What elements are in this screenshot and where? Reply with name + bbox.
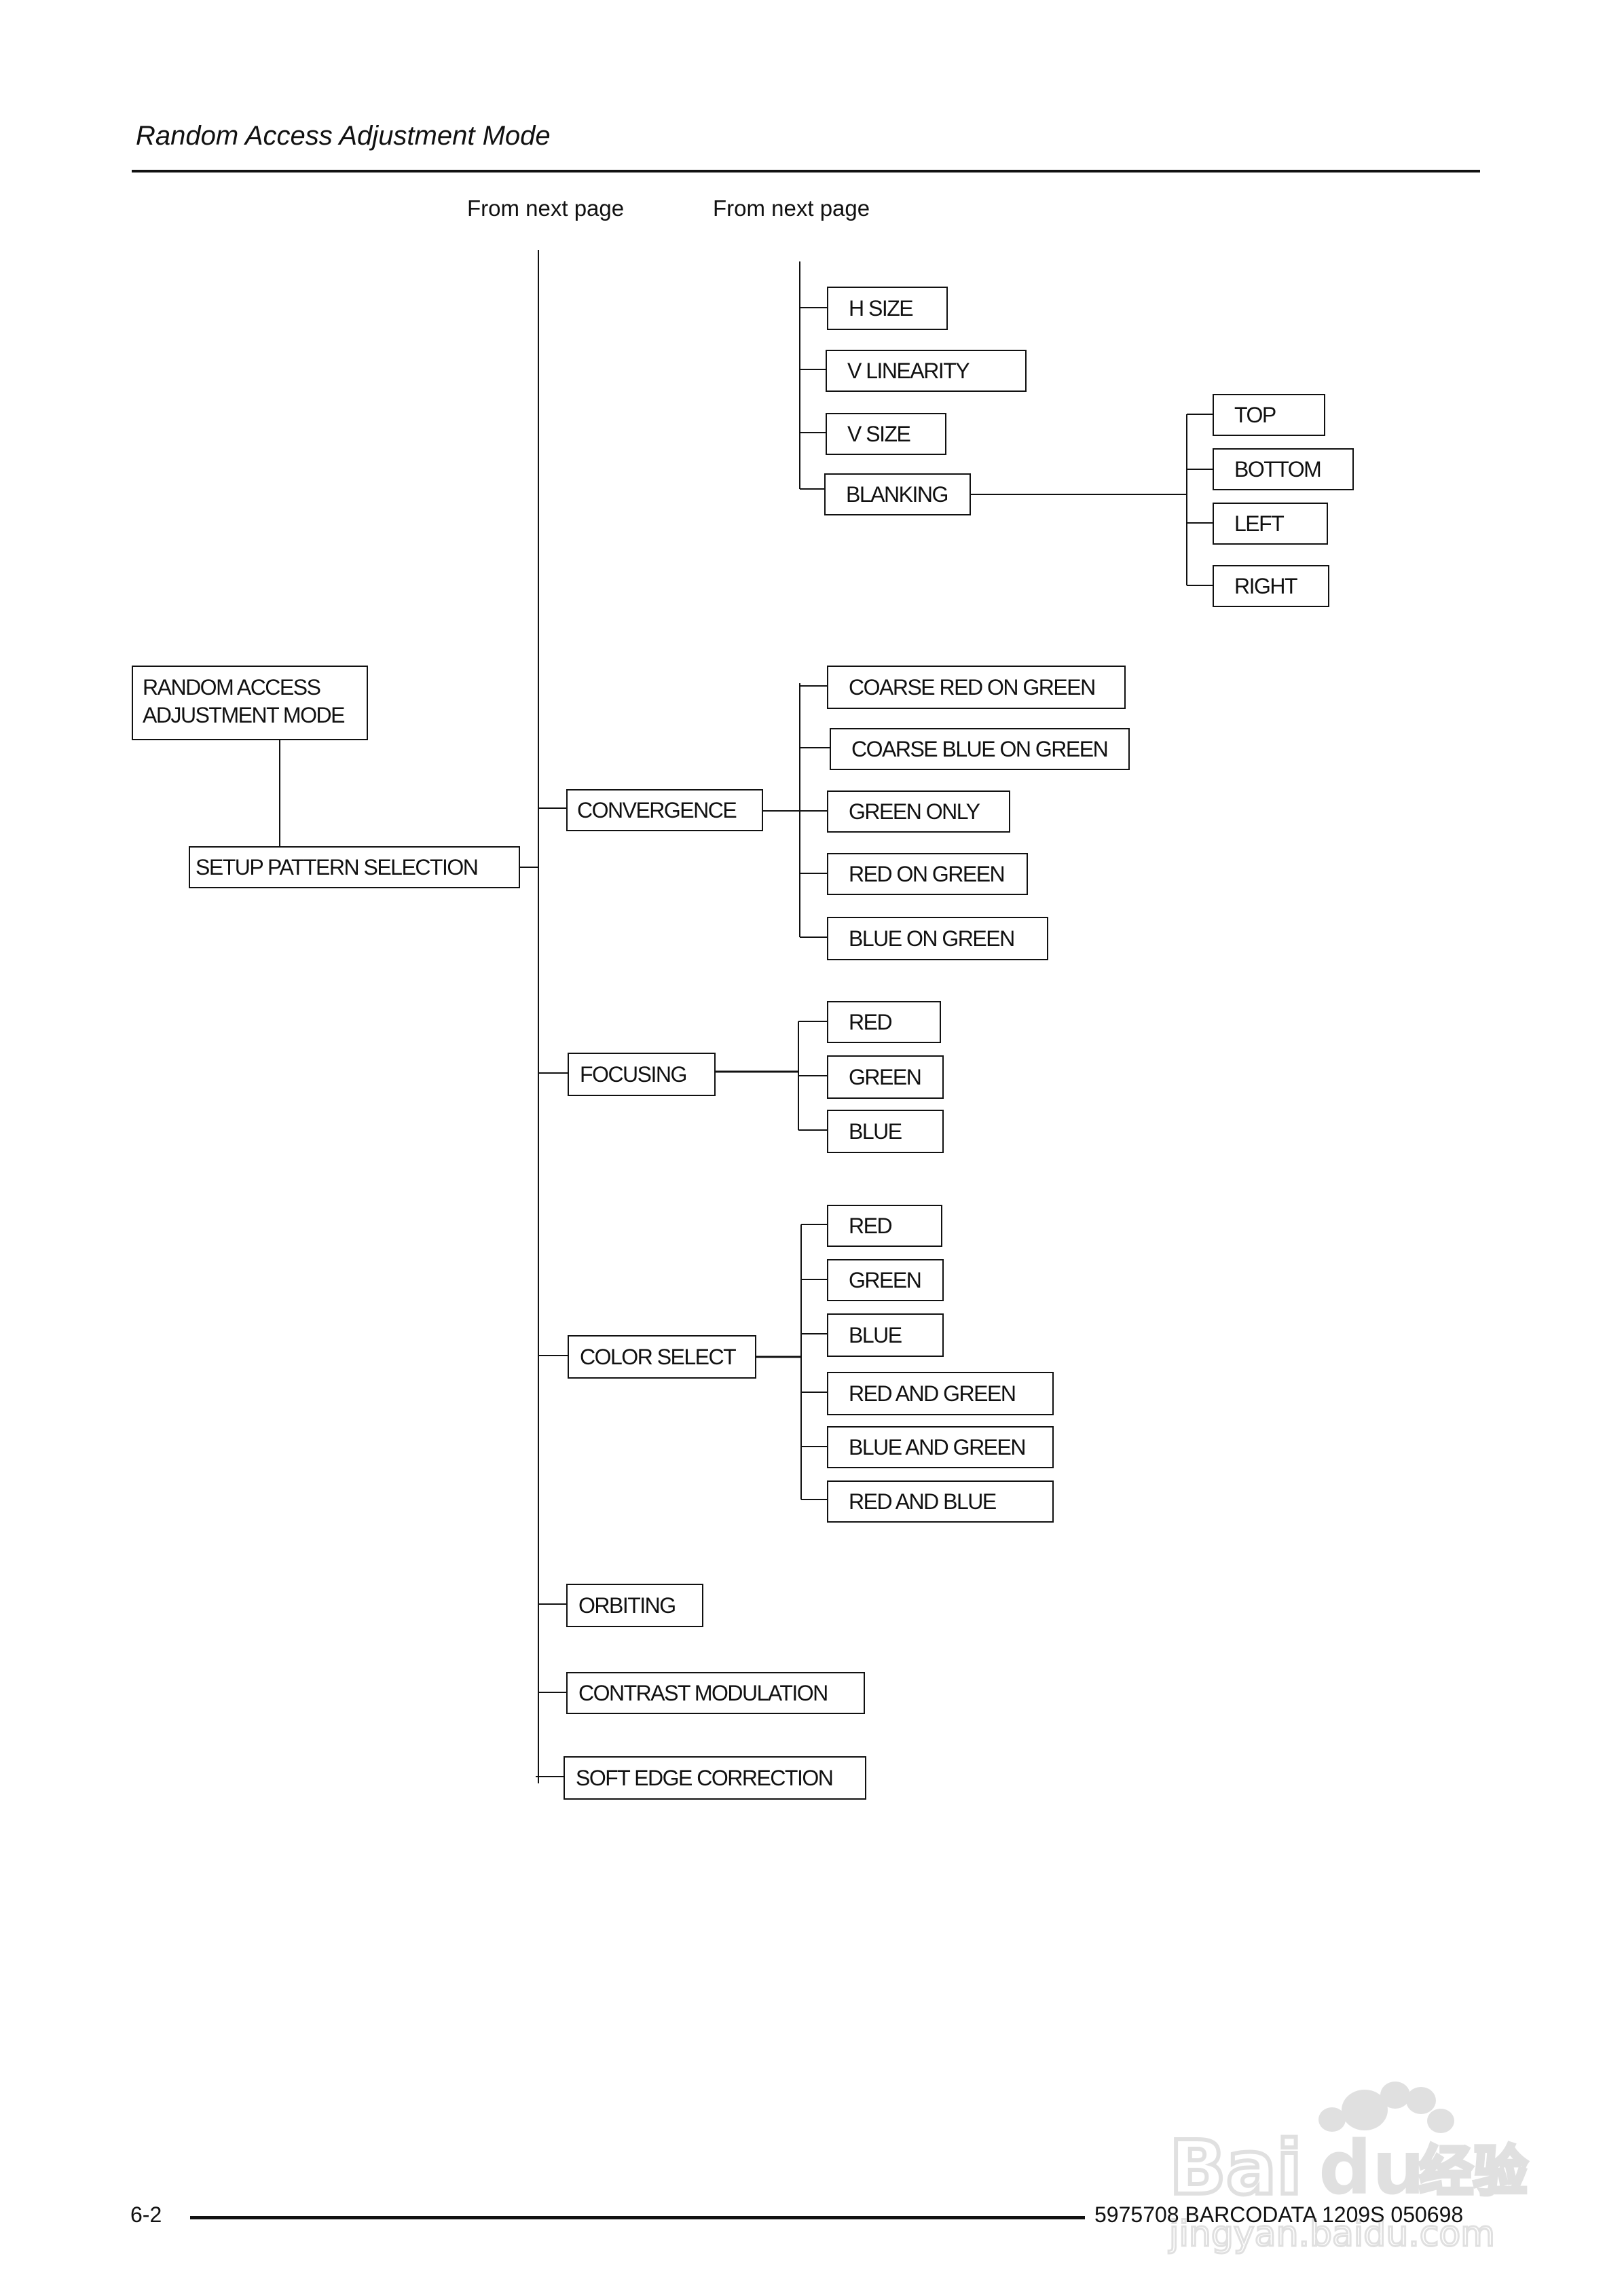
convergence-item: COARSE BLUE ON GREEN [830,728,1130,770]
color-select-item: RED [827,1205,942,1247]
blanking-left-box: LEFT [1213,503,1328,545]
blanking-bottom-box: BOTTOM [1213,448,1354,490]
svg-text:Bai: Bai [1169,2124,1302,2211]
root-line-2: ADJUSTMENT MODE [143,703,345,727]
footer-rule [190,2216,1085,2219]
page-title: Random Access Adjustment Mode [136,121,551,151]
orbiting-box: ORBITING [566,1584,703,1627]
random-access-adjustment-mode-box: RANDOM ACCESS ADJUSTMENT MODE [132,666,368,740]
color-select-box: COLOR SELECT [568,1335,756,1379]
convergence-item: GREEN ONLY [827,790,1010,833]
blanking-right-box: RIGHT [1213,565,1329,607]
document-reference: 5975708 BARCODATA 1209S 050698 [1094,2202,1464,2227]
focusing-item: RED [827,1001,941,1043]
convergence-item: BLUE ON GREEN [827,917,1048,960]
svg-text:经验: 经验 [1419,2140,1528,2203]
contrast-modulation-box: CONTRAST MODULATION [566,1672,865,1714]
svg-text:jingyan.baidu.com: jingyan.baidu.com [1168,2214,1495,2255]
baidu-watermark-logo: Bai du 经验 jingyan.baidu.com [1167,2082,1530,2256]
setup-pattern-selection-box: SETUP PATTERN SELECTION [189,846,520,888]
focusing-box: FOCUSING [568,1053,716,1096]
from-next-page-note-right: From next page [713,196,870,221]
v-size-box: V SIZE [826,413,946,455]
from-next-page-note-left: From next page [467,196,625,221]
soft-edge-correction-box: SOFT EDGE CORRECTION [564,1756,866,1800]
color-select-item: RED AND GREEN [827,1372,1054,1415]
convergence-box: CONVERGENCE [566,789,763,831]
convergence-item: COARSE RED ON GREEN [827,666,1126,709]
blanking-box: BLANKING [824,473,971,515]
focusing-item: BLUE [827,1110,944,1153]
svg-text:du: du [1318,2124,1425,2211]
header-rule [132,170,1480,172]
h-size-box: H SIZE [827,287,948,330]
page-number: 6-2 [130,2202,162,2227]
color-select-item: BLUE [827,1313,944,1357]
color-select-item: RED AND BLUE [827,1480,1054,1523]
v-linearity-box: V LINEARITY [826,350,1027,392]
blanking-top-box: TOP [1213,394,1325,436]
focusing-item: GREEN [827,1055,944,1099]
color-select-item: GREEN [827,1259,944,1301]
root-line-1: RANDOM ACCESS [143,675,321,699]
color-select-item: BLUE AND GREEN [827,1426,1054,1468]
convergence-item: RED ON GREEN [827,853,1028,895]
